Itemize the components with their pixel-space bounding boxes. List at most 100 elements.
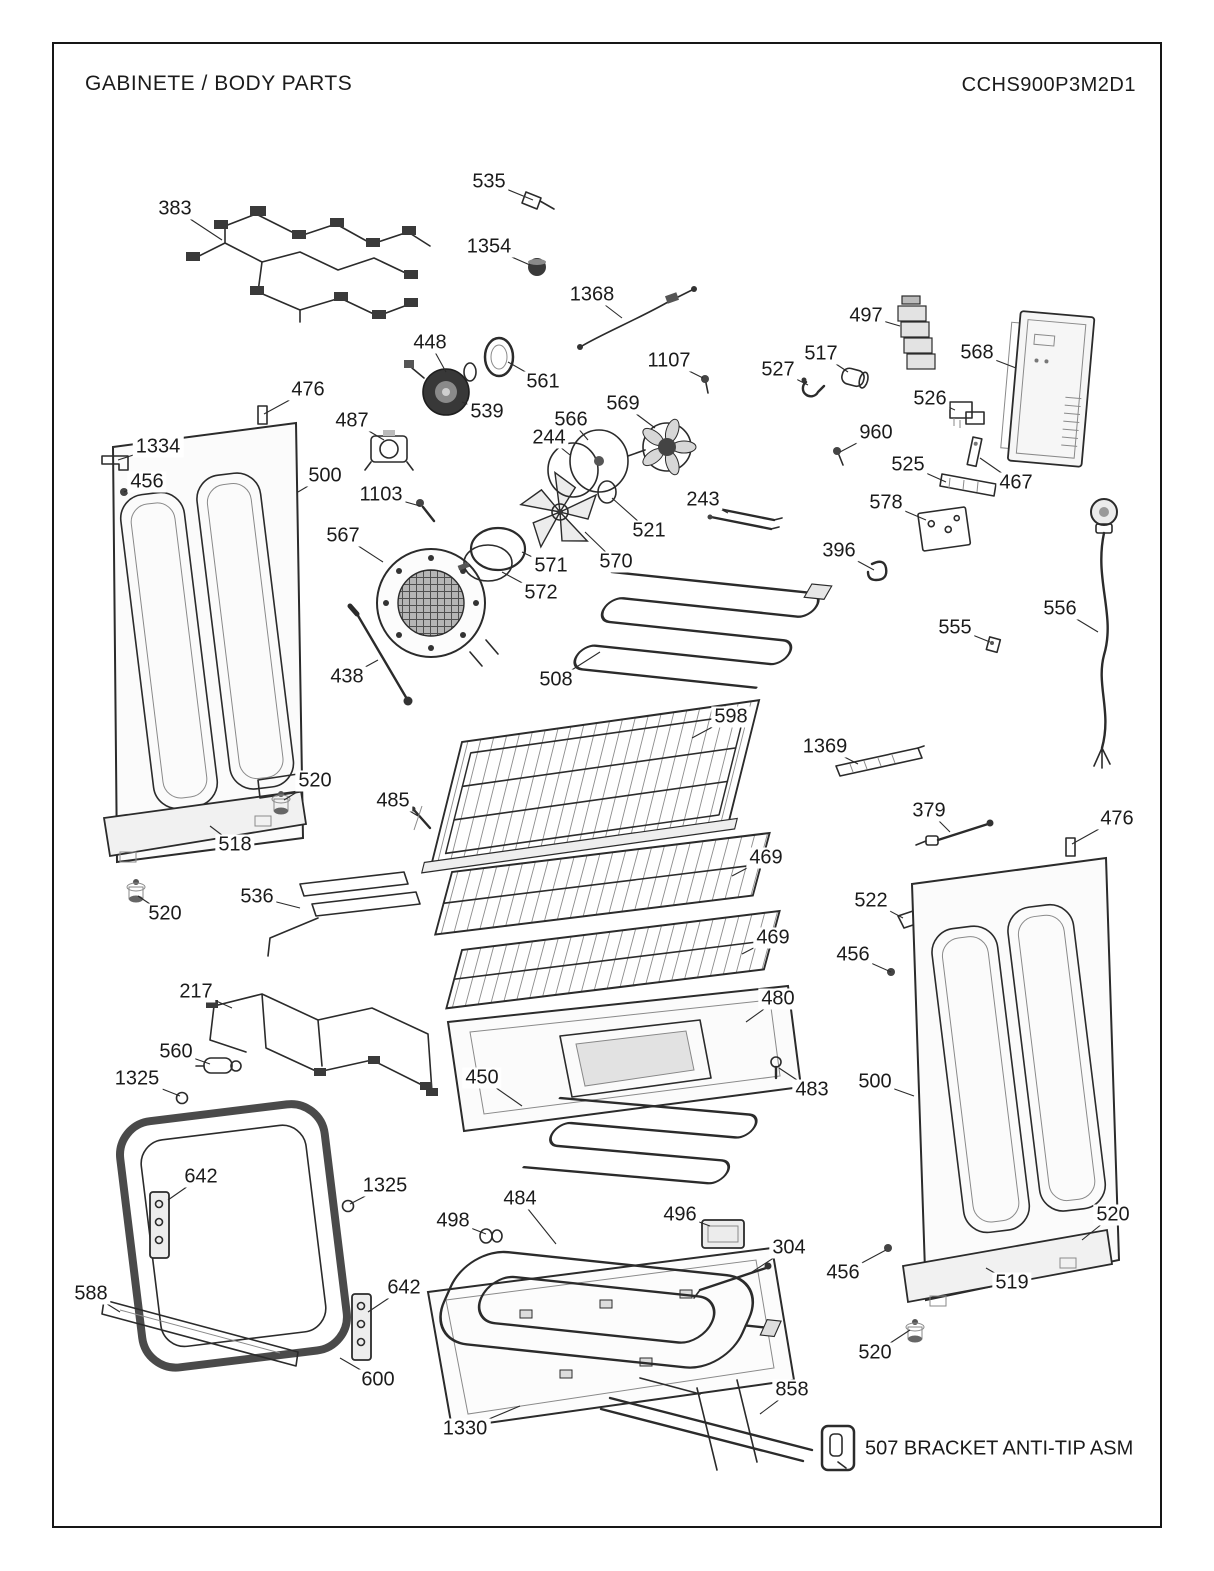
- fan-blade: [519, 470, 598, 549]
- leveling-leg: [271, 791, 291, 815]
- sensor-wire: [577, 286, 697, 350]
- part-callout-456: 456: [823, 1262, 863, 1284]
- part-callout-396: 396: [819, 540, 859, 562]
- part-callout-383: 383: [155, 198, 195, 220]
- hook-clip: [866, 560, 888, 582]
- temperature-probe: [915, 819, 994, 846]
- part-callout-1354: 1354: [463, 236, 515, 258]
- part-callout-500: 500: [855, 1071, 895, 1093]
- part-callout-556: 556: [1040, 598, 1080, 620]
- terminal-block-stack: [897, 295, 936, 370]
- bracket: [966, 436, 983, 468]
- part-callout-570: 570: [596, 551, 636, 573]
- part-callout-379: 379: [909, 800, 949, 822]
- part-callout-498: 498: [433, 1210, 473, 1232]
- part-callout-527: 527: [758, 359, 798, 381]
- bottom-rail: [901, 1228, 1114, 1307]
- part-callout-1330: 1330: [439, 1418, 491, 1440]
- part-callout-642: 642: [181, 1166, 221, 1188]
- part-callout-1369: 1369: [799, 736, 851, 758]
- part-callout-487: 487: [332, 410, 372, 432]
- part-callout-642: 642: [384, 1277, 424, 1299]
- part-callout-500: 500: [305, 465, 345, 487]
- loop-element: [439, 1250, 782, 1369]
- part-callout-480: 480: [758, 988, 798, 1010]
- part-callout-568: 568: [957, 342, 997, 364]
- convection-fan: [642, 418, 697, 476]
- part-callout-476: 476: [288, 379, 328, 401]
- wiring-harness: [206, 993, 438, 1096]
- nut: [341, 1199, 355, 1213]
- panel-clip: [257, 405, 268, 425]
- insulation-retainer: [376, 548, 499, 667]
- part-callout-519: 519: [992, 1272, 1032, 1294]
- part-callout-1325: 1325: [359, 1175, 411, 1197]
- part-callout-561: 561: [523, 371, 563, 393]
- rack-slide-assembly: [420, 699, 761, 874]
- part-callout-569: 569: [603, 393, 643, 415]
- part-callout-1334: 1334: [132, 436, 184, 458]
- trim-rods: [599, 1377, 814, 1471]
- latch-motor: [195, 1057, 242, 1074]
- fan-motor-bracket: [364, 430, 414, 471]
- wiring-harness: [186, 206, 431, 323]
- leveling-leg: [905, 1319, 925, 1343]
- door-hinge: [351, 1293, 372, 1361]
- junction-box: [701, 1219, 745, 1249]
- part-callout-566: 566: [551, 409, 591, 431]
- power-cord: [1090, 498, 1118, 769]
- clip: [985, 636, 1002, 654]
- control-board: [1000, 310, 1096, 468]
- right-side-panel: [910, 837, 1121, 1302]
- broil-element: [573, 570, 833, 689]
- screw: [833, 447, 844, 466]
- part-callout-539: 539: [467, 401, 507, 423]
- switch-plate: [917, 506, 972, 552]
- spacer: [479, 1228, 503, 1244]
- part-callout-522: 522: [851, 890, 891, 912]
- rod: [693, 1262, 772, 1299]
- part-callout-304: 304: [769, 1237, 809, 1259]
- motor-ring: [483, 336, 515, 378]
- part-callout-520: 520: [855, 1342, 895, 1364]
- bottom-rail: [102, 773, 308, 863]
- part-callout-572: 572: [521, 582, 561, 604]
- part-callout-508: 508: [536, 669, 576, 691]
- part-callout-1368: 1368: [566, 284, 618, 306]
- bake-element: [522, 1096, 758, 1185]
- part-callout-567: 567: [323, 525, 363, 547]
- left-side-panel: [111, 405, 305, 864]
- part-callout-243: 243: [683, 489, 723, 511]
- part-callout-485: 485: [373, 790, 413, 812]
- part-callout-476: 476: [1097, 808, 1137, 830]
- connector: [949, 401, 985, 428]
- bracket-strip: [835, 745, 925, 777]
- part-callout-456: 456: [127, 471, 167, 493]
- part-callout-467: 467: [996, 472, 1036, 494]
- clamp-rings: [457, 526, 527, 582]
- part-callout-450: 450: [462, 1067, 502, 1089]
- part-callout-520: 520: [145, 903, 185, 925]
- part-callout-217: 217: [176, 981, 216, 1003]
- part-callout-571: 571: [531, 555, 571, 577]
- clip: [801, 377, 826, 398]
- door-trim: [101, 1299, 299, 1367]
- fan-cover-discs: [547, 429, 646, 504]
- screw: [701, 375, 709, 394]
- part-callout-456: 456: [833, 944, 873, 966]
- part-callout-448: 448: [410, 332, 450, 354]
- part-callout-598: 598: [711, 706, 751, 728]
- anti-tip-bracket: [820, 1424, 856, 1472]
- page-title: GABINETE / BODY PARTS: [85, 72, 353, 95]
- latch-brackets: [267, 871, 421, 957]
- part-callout-520: 520: [295, 770, 335, 792]
- part-callout-469: 469: [746, 847, 786, 869]
- part-callout-1107: 1107: [644, 350, 694, 372]
- door-hinge: [149, 1191, 170, 1259]
- model-number: CCHS900P3M2D1: [961, 74, 1136, 96]
- part-callout-525: 525: [888, 454, 928, 476]
- part-callout-578: 578: [866, 492, 906, 514]
